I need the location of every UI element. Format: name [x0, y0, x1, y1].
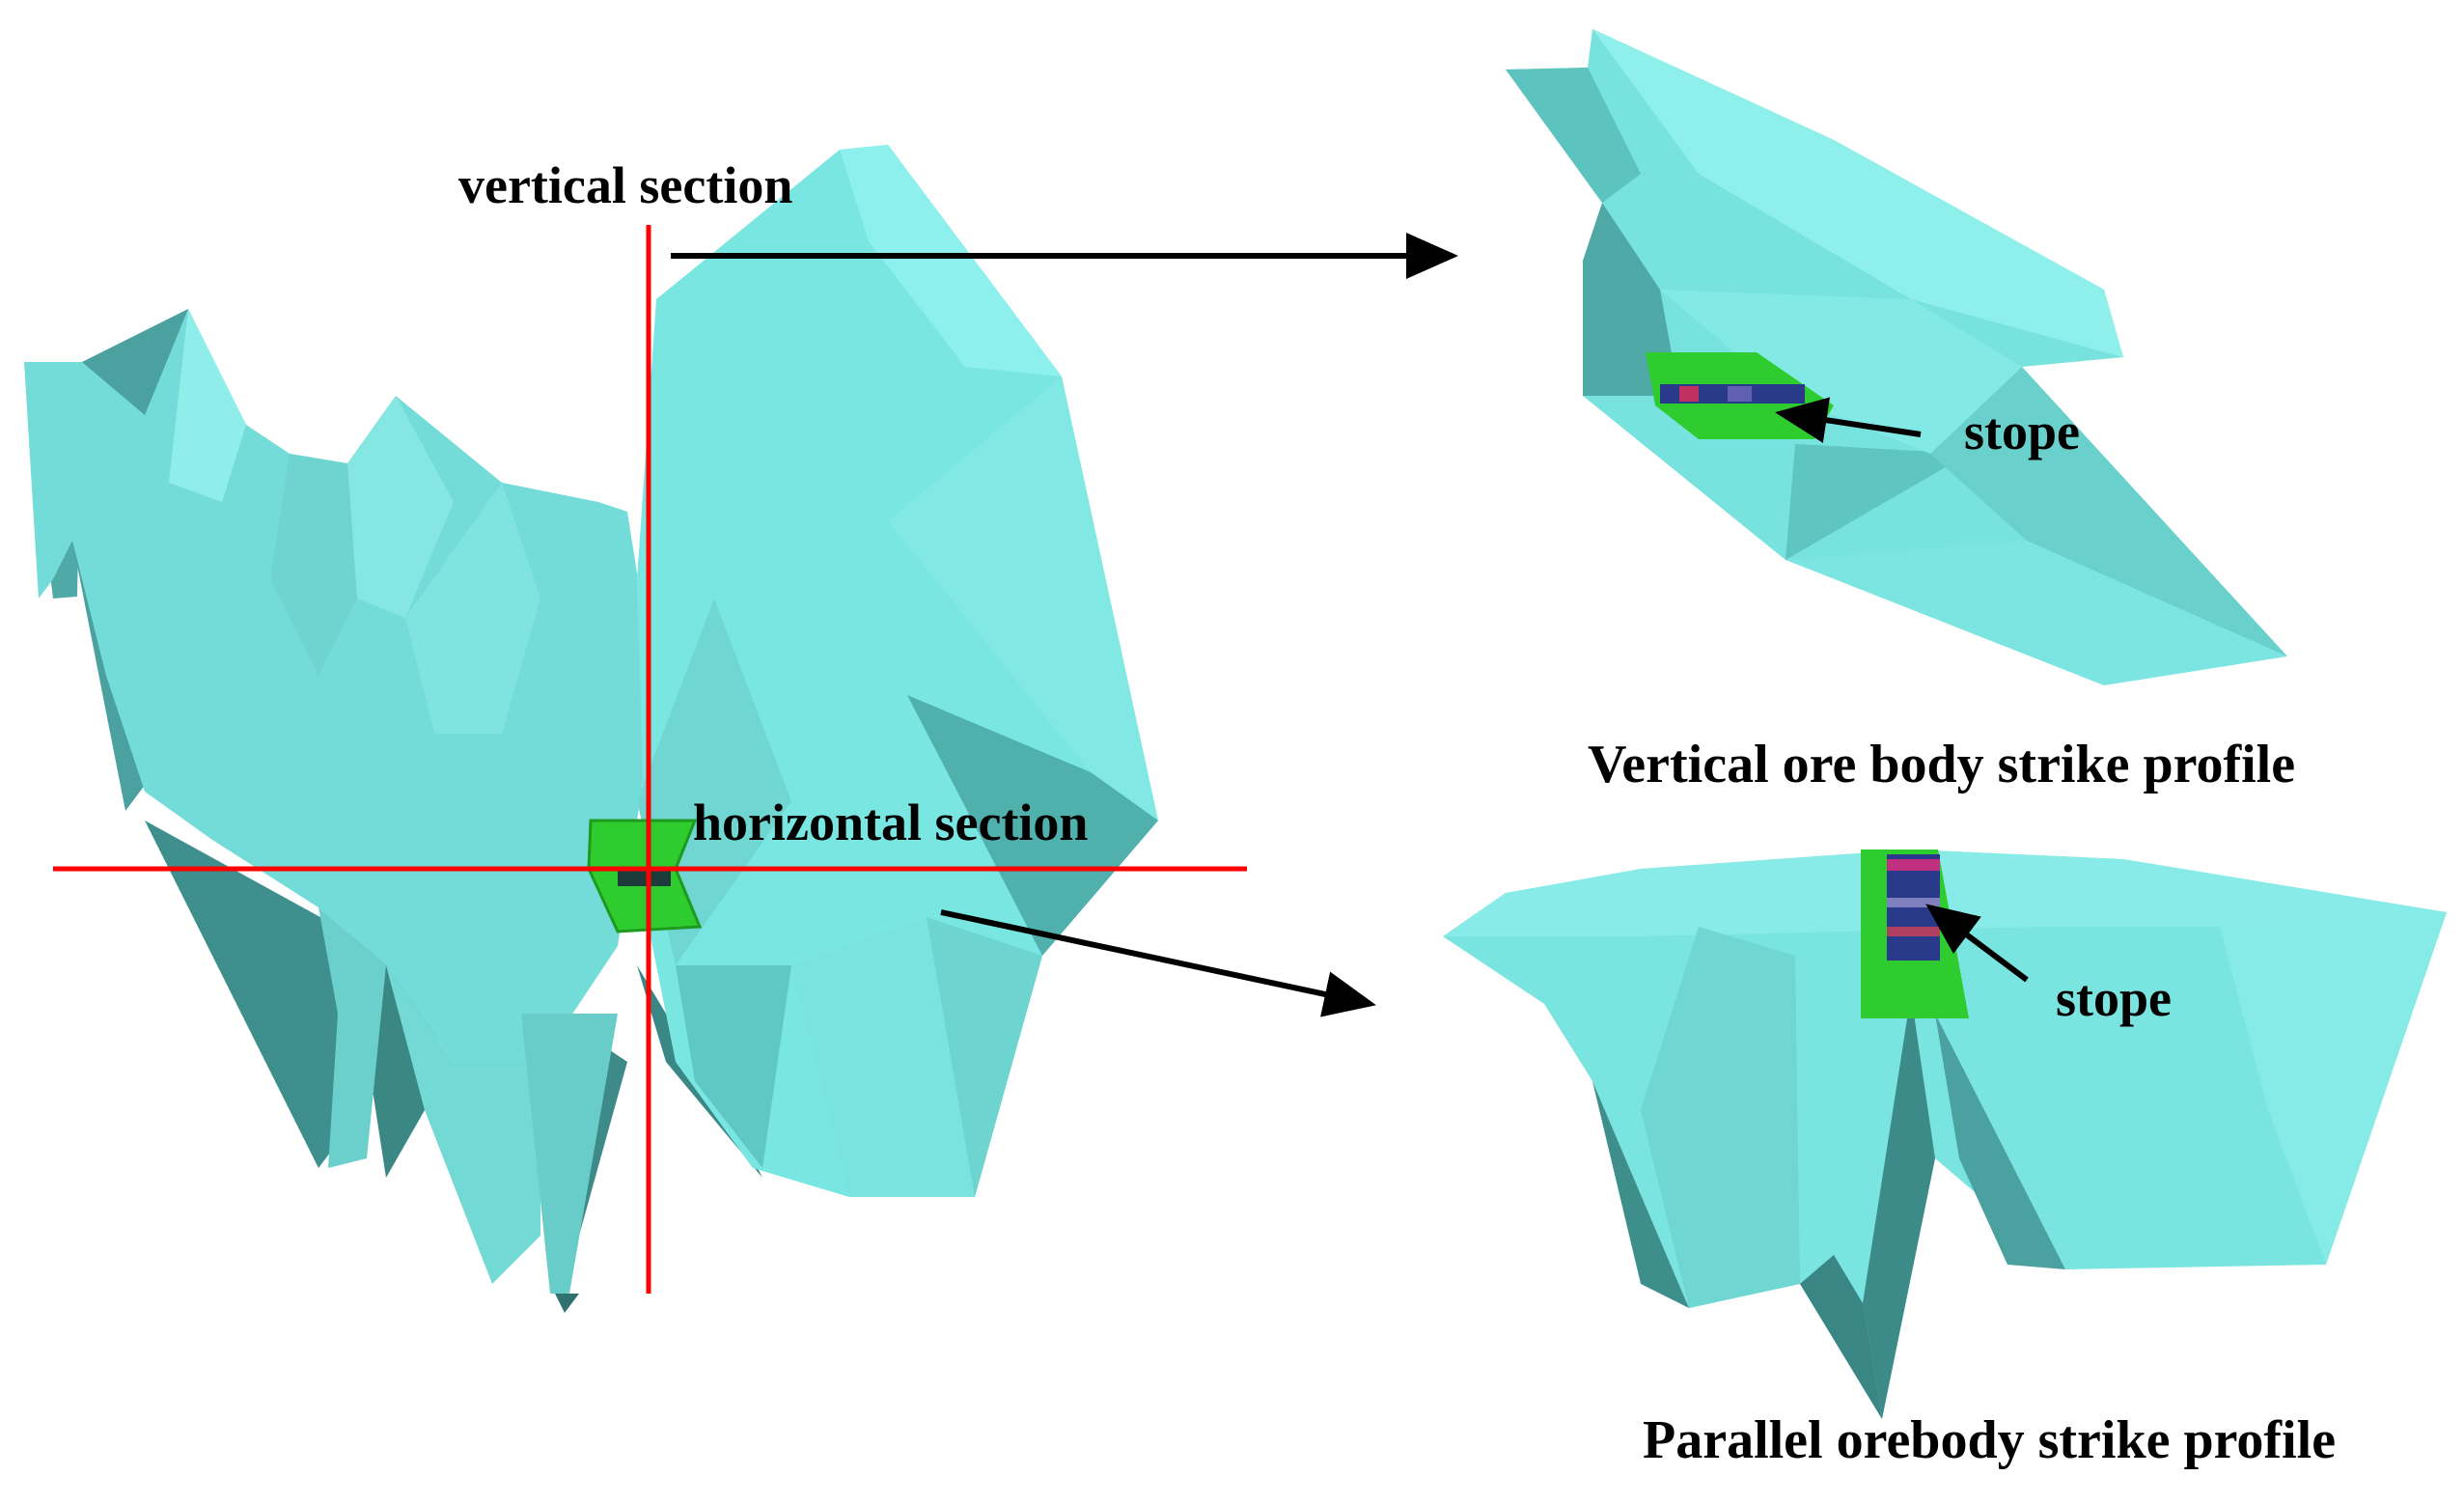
orebody-face	[1863, 994, 1935, 1419]
orebody-face	[1786, 541, 2287, 685]
orebody-face	[927, 917, 1042, 1197]
stope-core	[1887, 859, 1940, 871]
parallel-profile-caption: Parallel orebody strike profile	[1643, 1410, 2336, 1470]
orebody-face	[1583, 203, 1679, 396]
orebody-face	[791, 917, 975, 1197]
horizontal-section-label: horizontal section	[693, 794, 1088, 851]
stope-label-top: stope	[1964, 403, 2080, 460]
stope-core	[618, 869, 671, 886]
orebody-face	[405, 483, 540, 734]
orebody-face	[555, 1294, 579, 1313]
orebody-face	[840, 145, 1062, 376]
stope-core	[1887, 927, 1940, 936]
orebody-face	[521, 1014, 618, 1294]
orebody-face	[1930, 367, 2287, 656]
orebody-face	[1786, 444, 1969, 560]
vertical-profile-caption: Vertical ore body strike profile	[1588, 735, 2295, 794]
parallel-profile-model: stope Parallel orebody strike profile	[1443, 849, 2447, 1470]
orebody-face	[1506, 68, 1641, 203]
orebody-face	[1592, 1081, 1689, 1308]
orebody-face	[888, 376, 1158, 821]
orebody-face	[347, 396, 454, 618]
stope-core	[1679, 386, 1699, 402]
orebody-face	[318, 907, 386, 1168]
orebody-face	[1660, 290, 2022, 454]
orebody-model-full: vertical section horizontal section	[24, 145, 1247, 1313]
arrow-pointer-icon	[1775, 397, 1922, 443]
vertical-profile-model: stope Vertical ore body strike profile	[1506, 29, 2295, 794]
orebody-face	[1800, 1255, 1882, 1419]
vertical-section-label: vertical section	[458, 156, 792, 214]
orebody-face	[1592, 29, 2123, 357]
orebody-face	[676, 965, 791, 1168]
orebody-face	[1641, 927, 1800, 1308]
orebody-face	[1935, 1014, 2065, 1269]
orebody-face	[2220, 912, 2447, 1265]
orebody-face	[907, 695, 1158, 956]
stope-core	[1887, 898, 1940, 907]
orebody-face	[386, 965, 540, 1284]
stope-label-bottom: stope	[2056, 969, 2172, 1027]
orebody-face	[270, 454, 357, 676]
arrow-pointer-icon	[1925, 904, 2029, 983]
orebody-face	[169, 309, 246, 502]
stope-core	[1728, 386, 1752, 402]
arrow-right-icon	[940, 909, 1376, 1017]
orebody-face	[145, 821, 376, 1168]
